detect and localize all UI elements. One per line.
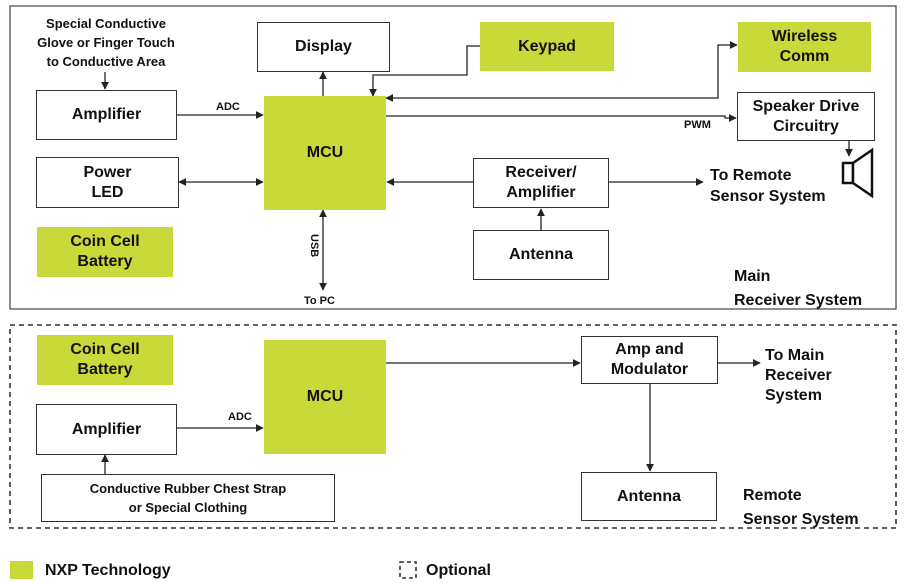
main-coin-cell-block: Coin Cell Battery — [37, 227, 173, 277]
main-adc-label: ADC — [216, 101, 240, 113]
wireless-comm-block: Wireless Comm — [738, 22, 871, 72]
remote-antenna-block: Antenna — [581, 472, 717, 521]
remote-coin-cell-block: Coin Cell Battery — [37, 335, 173, 385]
wireless-mcu-arrow — [385, 41, 738, 102]
chest-strap-block: Conductive Rubber Chest Strap or Special… — [41, 474, 335, 522]
usb-label: USB — [308, 234, 320, 258]
speaker-drive-block: Speaker Drive Circuitry — [737, 92, 875, 141]
amp-modulator-block: Amp and Modulator — [581, 336, 718, 384]
remote-system-frame — [9, 324, 897, 529]
remote-mcu-block: MCU — [264, 340, 386, 454]
nxp-legend-swatch — [10, 561, 33, 579]
pwm-label: PWM — [684, 119, 711, 131]
remote-adc-label: ADC — [228, 411, 252, 423]
main-amplifier-block: Amplifier — [36, 90, 177, 140]
mcu-to-speaker-arrow — [386, 114, 737, 122]
nxp-legend-label: NXP Technology — [45, 562, 171, 579]
to-main-label: To Main Receiver System — [765, 347, 832, 404]
power-led-block: Power LED — [36, 157, 179, 208]
speaker-icon — [841, 147, 874, 199]
main-mcu-block: MCU — [264, 96, 386, 210]
to-remote-label: To Remote Sensor System — [710, 167, 826, 205]
touch-input-note: Special Conductive Glove or Finger Touch… — [37, 16, 175, 69]
keypad-block: Keypad — [480, 22, 614, 71]
receiver-amplifier-block: Receiver/ Amplifier — [473, 158, 609, 208]
display-block: Display — [257, 22, 390, 72]
main-antenna-block: Antenna — [473, 230, 609, 280]
remote-amplifier-block: Amplifier — [36, 404, 177, 455]
main-system-title: Main Receiver System — [734, 268, 863, 309]
remote-system-title: Remote Sensor System — [743, 487, 859, 528]
to-pc-label: To PC — [304, 295, 335, 307]
optional-legend-label: Optional — [426, 562, 491, 579]
main-system-frame — [9, 5, 897, 310]
optional-legend-icon — [399, 561, 417, 579]
